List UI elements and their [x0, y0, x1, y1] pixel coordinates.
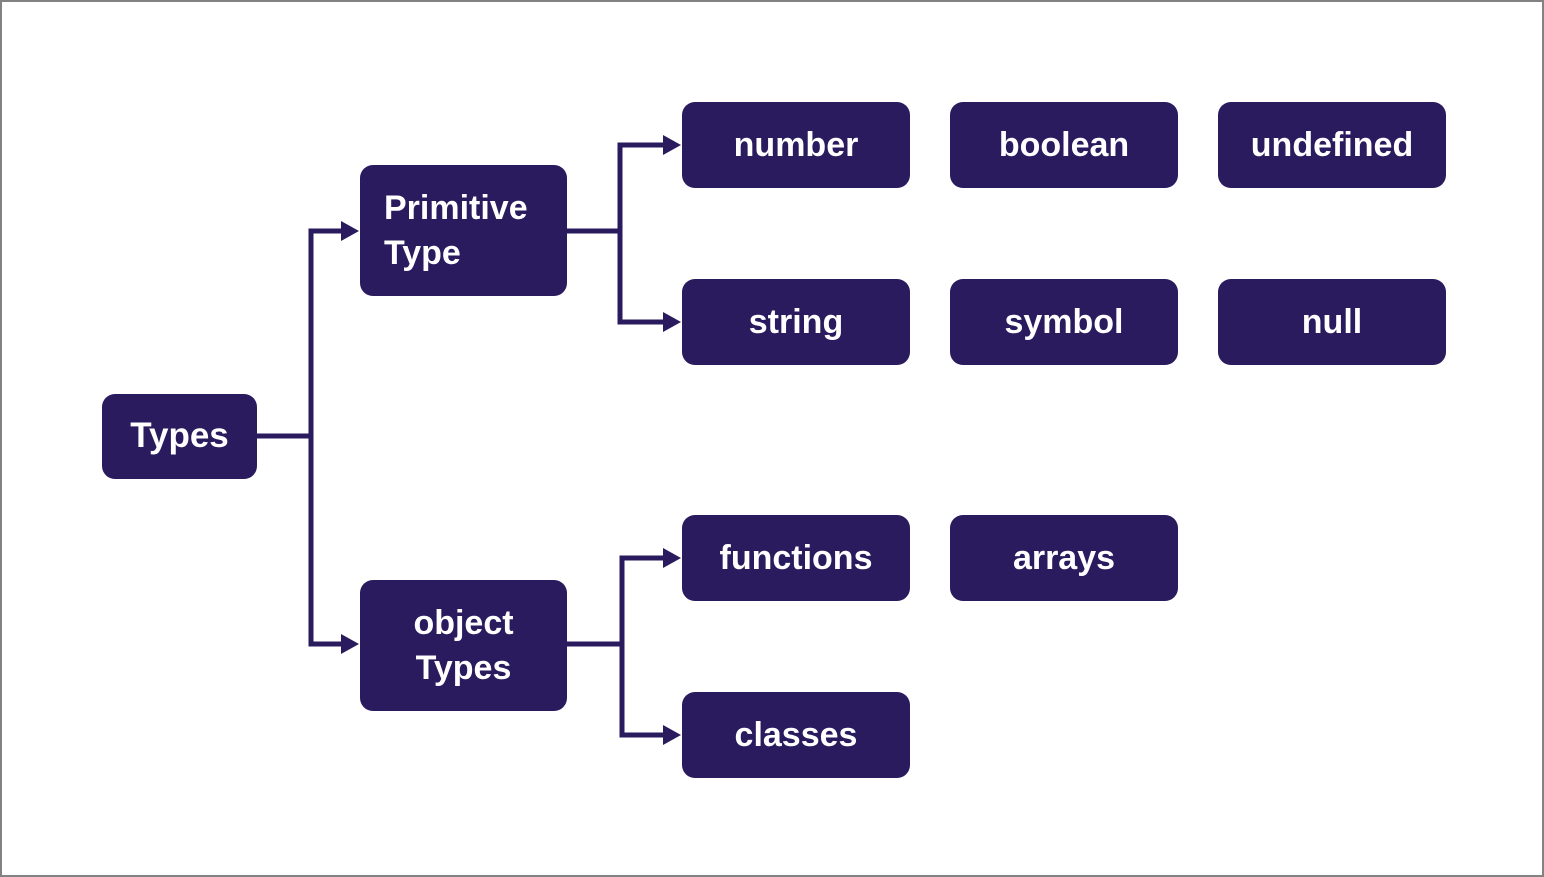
node-primitive-type-label: Primitive Type: [384, 188, 528, 272]
node-functions-label: functions: [719, 538, 873, 577]
arrowhead-classes: [663, 725, 681, 745]
node-number: number: [682, 102, 910, 188]
node-null-label: null: [1301, 302, 1363, 341]
arrowhead-string: [663, 312, 681, 332]
node-symbol-label: symbol: [1004, 302, 1124, 341]
edge-primitive-number: [567, 142, 664, 234]
edge-object-classes: [567, 641, 664, 738]
edge-types-primitive: [257, 228, 342, 439]
node-functions: functions: [682, 515, 910, 601]
node-arrays-label: arrays: [1012, 538, 1116, 577]
arrowhead-number: [663, 135, 681, 155]
node-boolean: boolean: [950, 102, 1178, 188]
node-primitive-type: Primitive Type: [360, 165, 567, 296]
node-types-label: Types: [130, 416, 229, 456]
arrowhead-primitive: [341, 221, 359, 241]
edge-primitive-string: [567, 228, 664, 325]
node-number-label: number: [733, 125, 859, 164]
node-types: Types: [102, 394, 257, 479]
edge-types-object: [308, 436, 342, 647]
node-string-label: string: [748, 302, 844, 341]
node-null: null: [1218, 279, 1446, 365]
node-boolean-label: boolean: [998, 125, 1130, 164]
node-classes-label: classes: [734, 715, 858, 754]
node-object-types: object Types: [360, 580, 567, 711]
node-string: string: [682, 279, 910, 365]
node-object-types-label: object Types: [413, 603, 514, 687]
arrowhead-functions: [663, 548, 681, 568]
node-undefined: undefined: [1218, 102, 1446, 188]
node-symbol: symbol: [950, 279, 1178, 365]
node-undefined-label: undefined: [1250, 125, 1414, 164]
node-classes: classes: [682, 692, 910, 778]
edge-object-functions: [567, 555, 664, 647]
arrowhead-object: [341, 634, 359, 654]
node-arrays: arrays: [950, 515, 1178, 601]
